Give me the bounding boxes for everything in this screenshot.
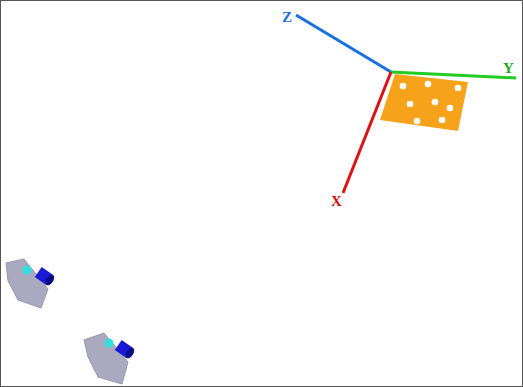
board-dots xyxy=(400,81,462,125)
axis-label: Y xyxy=(503,61,514,76)
camera xyxy=(84,333,136,384)
calibration-board xyxy=(380,74,468,131)
x-axis xyxy=(343,72,391,193)
camera xyxy=(6,259,56,308)
z-axis xyxy=(296,15,391,72)
axis-label: Z xyxy=(282,10,292,25)
axis-label: X xyxy=(331,194,342,209)
y-axis xyxy=(391,72,516,78)
